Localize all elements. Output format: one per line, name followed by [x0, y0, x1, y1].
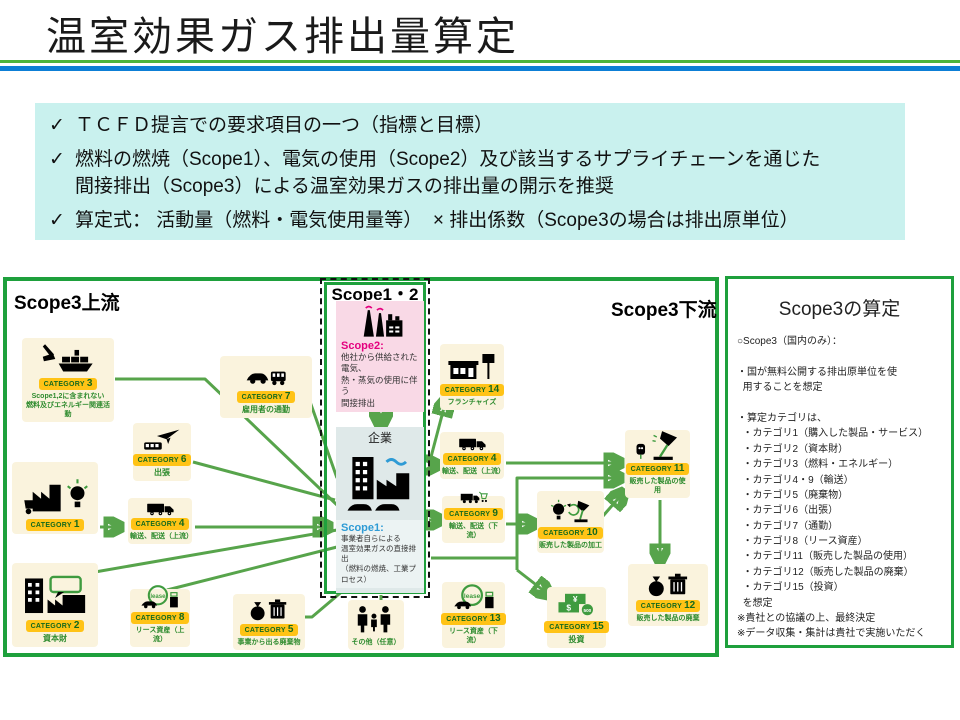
- commuting-icon: [227, 363, 304, 389]
- scope1-area: Scope1: 事業者自らによる 温室効果ガスの直接排出 （燃料の燃焼、工業プロ…: [336, 520, 424, 588]
- scope1-heading: Scope1:: [341, 522, 384, 534]
- transport-truck-icon: [446, 434, 499, 452]
- category-15-caption: 投資: [568, 634, 585, 644]
- svg-text:500: 500: [584, 608, 592, 613]
- scope2-description: 他社から供給された電気、 熱・蒸気の使用に伴う 間接排出: [341, 351, 418, 408]
- category-3-caption: Scope1,2に含まれない 燃料及びエネルギー関連活動: [26, 392, 110, 418]
- power-plant-icon: [344, 304, 416, 339]
- category-5-caption: 事業から出る廃棄物: [237, 638, 301, 646]
- scope3-downstream-label: Scope3下流: [611, 300, 717, 321]
- category-9-caption: 輸送、配送（下流）: [449, 522, 498, 539]
- callout-bullet-2: ✓ 燃料の燃焼（Scope1）、電気の使用（Scope2）及び該当するサプライチ…: [49, 146, 891, 201]
- scope2-box: Scope2: 他社から供給された電気、 熱・蒸気の使用に伴う 間接排出: [336, 301, 424, 412]
- panel-body: ○Scope3（国内のみ）： ・国が無料公開する排出原単位を使 用することを想定…: [737, 336, 929, 640]
- processing-icon: [543, 497, 598, 525]
- leased-assets-icon: [135, 584, 184, 610]
- check-icon: ✓: [49, 148, 65, 170]
- check-icon: ✓: [49, 115, 65, 136]
- other-caption: その他（任意）: [351, 638, 401, 646]
- svg-text:¥: ¥: [573, 594, 578, 604]
- callout-bullet-1-text: ＴＣＦＤ提言での要求項目の一つ（指標と目標）: [75, 115, 494, 136]
- category-4-right-caption: 輸送、配送（上流）: [442, 467, 505, 475]
- purchased-goods-icon: [19, 475, 91, 517]
- category-10-caption: 販売した製品の加工: [539, 541, 602, 549]
- category-6-caption: 出張: [154, 467, 170, 477]
- company-buildings-icon: [341, 446, 419, 520]
- slide-title: 温室効果ガス排出量算定: [46, 15, 519, 59]
- category-7-caption: 雇用者の通勤: [242, 404, 290, 414]
- other-family-icon: [353, 604, 399, 634]
- company-box: 企業 Scope1: 事業者自らによる 温室効果ガスの直接排出 （燃料の燃焼、工…: [336, 427, 424, 593]
- category-12-caption: 販売した製品の廃棄: [636, 614, 700, 622]
- transport-truck-icon: [134, 499, 187, 517]
- callout-bullet-3: ✓ 算定式： 活動量（燃料・電気使用量等） × 排出係数（Scope3の場合は排…: [49, 207, 891, 235]
- category-13-caption: リース資産（下流）: [449, 627, 498, 644]
- scope3-upstream-label: Scope3上流: [14, 293, 120, 314]
- category-2-caption: 資本財: [43, 633, 67, 643]
- category-4-caption: 輸送、配送（上流）: [130, 532, 193, 540]
- callout-bullet-2-text: 燃料の燃焼（Scope1）、電気の使用（Scope2）及び該当するサプライチェー…: [75, 148, 821, 198]
- callout-bullet-3-text: 算定式： 活動量（燃料・電気使用量等） × 排出係数（Scope3の場合は排出原…: [75, 209, 799, 231]
- waste-icon: [239, 596, 299, 622]
- title-rule-green: [0, 60, 960, 63]
- downstream-transport-icon: [448, 489, 500, 507]
- capital-goods-icon: [19, 572, 91, 618]
- summary-callout: ✓ ＴＣＦＤ提言での要求項目の一つ（指標と目標） ✓ 燃料の燃焼（Scope1）…: [35, 103, 905, 240]
- franchise-icon: [446, 352, 499, 382]
- check-icon: ✓: [49, 209, 65, 231]
- product-use-icon: [631, 429, 685, 461]
- panel-title: Scope3の算定: [778, 299, 901, 320]
- fuel-energy-activities-icon: [29, 342, 106, 376]
- scope2-heading: Scope2:: [341, 339, 384, 352]
- scope3-calculation-panel: Scope3の算定 ○Scope3（国内のみ）： ・国が無料公開する排出原単位を…: [725, 276, 954, 648]
- investment-icon: ¥ $ 500: [558, 593, 594, 615]
- scope1-description: 事業者自らによる 温室効果ガスの直接排出 （燃料の燃焼、工業プロセス）: [341, 534, 416, 584]
- svg-text:$: $: [567, 602, 572, 612]
- category-8-caption: リース資産（上流）: [135, 626, 185, 643]
- scope12-dashed-frame: [320, 278, 430, 598]
- product-disposal-icon: [635, 570, 702, 598]
- leased-assets-downstream-icon: [448, 583, 500, 611]
- other-optional-tile: その他（任意）: [348, 600, 404, 650]
- title-rule-blue: [0, 66, 960, 71]
- category-14-caption: フランチャイズ: [447, 398, 497, 406]
- business-travel-icon: [138, 428, 186, 452]
- callout-bullet-1: ✓ ＴＣＦＤ提言での要求項目の一つ（指標と目標）: [49, 112, 891, 140]
- category-11-caption: 販売した製品の使用: [629, 477, 686, 494]
- company-label: 企業: [367, 431, 392, 445]
- scope12-label: Scope1・2: [331, 285, 419, 304]
